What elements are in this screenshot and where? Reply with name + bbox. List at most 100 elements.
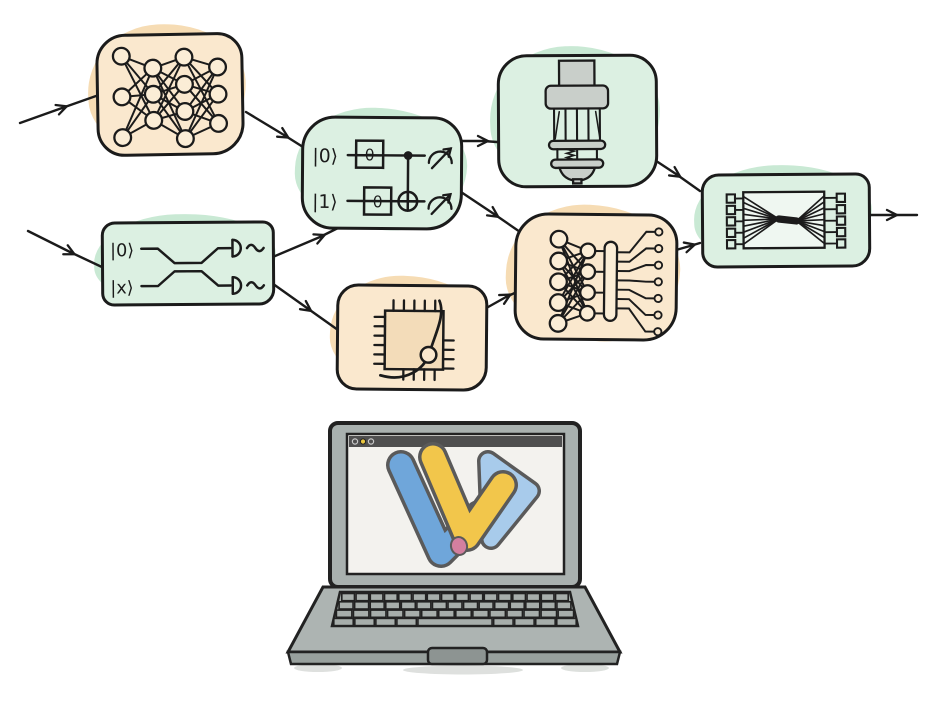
theta-gate xyxy=(354,139,385,170)
keyboard-key[interactable] xyxy=(509,601,526,610)
keyboard-key[interactable] xyxy=(332,617,355,627)
keyboard-key[interactable] xyxy=(437,609,456,619)
nn-node xyxy=(579,284,596,301)
io-pad xyxy=(835,226,847,238)
keyboard-key[interactable] xyxy=(369,609,387,619)
keyboard-key[interactable] xyxy=(431,601,448,610)
keyboard-key[interactable] xyxy=(455,592,470,602)
keyboard-key[interactable] xyxy=(555,617,577,627)
chip-icon xyxy=(373,299,455,382)
waveguide xyxy=(742,201,780,220)
keyboard-key[interactable] xyxy=(354,617,376,627)
keyboard-key[interactable] xyxy=(369,592,384,602)
keyboard-key[interactable] xyxy=(416,601,432,610)
keyboard-key[interactable] xyxy=(455,609,473,619)
keyboard-key[interactable] xyxy=(340,592,356,602)
keyboard-key[interactable] xyxy=(335,609,353,619)
laptop-shadows xyxy=(294,664,609,675)
keyboard-key[interactable] xyxy=(540,592,555,602)
keyboard-key[interactable] xyxy=(440,592,456,602)
keyboard-key[interactable] xyxy=(472,609,490,619)
keyboard-key[interactable] xyxy=(554,592,569,602)
keyboard-key[interactable] xyxy=(383,592,399,602)
keyboard-key[interactable] xyxy=(540,609,558,619)
waveguide xyxy=(796,207,825,222)
logo-pink-overlap xyxy=(449,536,469,556)
keyboard-key[interactable] xyxy=(526,592,541,602)
keyboard-key[interactable] xyxy=(386,609,404,619)
keyboard-keys[interactable] xyxy=(332,592,577,627)
keyboard-key[interactable] xyxy=(352,609,370,619)
waveguide xyxy=(743,207,779,220)
keyboard-key[interactable] xyxy=(489,609,507,619)
node-cryostat xyxy=(496,53,659,189)
keyboard-key[interactable] xyxy=(375,617,397,627)
chip-pins-bottom xyxy=(402,368,436,382)
detector-icon xyxy=(231,275,266,296)
waveguide xyxy=(796,212,825,222)
keyboard-key[interactable] xyxy=(403,609,421,619)
window-dot[interactable] xyxy=(351,438,359,445)
keyboard-key[interactable] xyxy=(417,617,493,627)
keyboard-key[interactable] xyxy=(483,592,498,602)
keyboard-key[interactable] xyxy=(426,592,441,602)
nn-node xyxy=(112,87,132,107)
keyboard-key[interactable] xyxy=(540,601,557,610)
io-pad xyxy=(725,193,737,204)
keyboard-key[interactable] xyxy=(398,592,413,602)
keyboard-key[interactable] xyxy=(497,592,513,602)
waveguide xyxy=(743,218,780,233)
nn-node xyxy=(579,263,597,281)
waveguide xyxy=(742,195,780,220)
window-dot[interactable] xyxy=(367,438,375,445)
keyboard-key[interactable] xyxy=(384,601,401,610)
keyboard-key[interactable] xyxy=(525,601,541,610)
chip-pins-right xyxy=(441,339,455,370)
keyboard-key[interactable] xyxy=(420,609,438,619)
readout-wire xyxy=(616,288,654,300)
readout-wire xyxy=(616,298,654,317)
waveguide xyxy=(743,213,779,220)
keyboard-key[interactable] xyxy=(534,617,556,627)
measurement-icon xyxy=(427,147,453,170)
keyboard-key[interactable] xyxy=(512,592,527,602)
nn-node xyxy=(113,128,133,148)
keyboard-key[interactable] xyxy=(557,609,575,619)
nn-to-wires-icon xyxy=(548,227,664,337)
keyboard-key[interactable] xyxy=(469,592,484,602)
waveguide xyxy=(743,218,780,245)
nn-node xyxy=(175,101,195,121)
window-titlebar xyxy=(349,436,562,447)
waveguide xyxy=(795,201,825,222)
keyboard-key[interactable] xyxy=(353,601,370,610)
keyboard-key[interactable] xyxy=(396,617,418,627)
wire-terminal xyxy=(654,227,664,237)
ket-x-label: |x⟩ xyxy=(110,278,133,298)
keyboard-key[interactable] xyxy=(369,601,385,610)
keyboard-key[interactable] xyxy=(506,609,524,619)
keyboard-key[interactable] xyxy=(556,601,572,610)
io-pad xyxy=(725,204,737,216)
keyboard-key[interactable] xyxy=(400,601,417,610)
keyboard-key[interactable] xyxy=(513,617,535,627)
keyboard-key[interactable] xyxy=(493,601,510,610)
trackpad-notch[interactable] xyxy=(426,646,489,666)
keyboard-key[interactable] xyxy=(523,609,541,619)
neural-network-icon xyxy=(111,46,229,149)
wire-terminal xyxy=(653,293,663,304)
keyboard-key[interactable] xyxy=(478,601,494,610)
keyboard-key[interactable] xyxy=(447,601,463,610)
keyboard-key[interactable] xyxy=(355,592,370,602)
nn-node xyxy=(578,304,596,322)
keyboard-key[interactable] xyxy=(412,592,427,602)
keyboard-key[interactable] xyxy=(492,617,514,627)
keyboard-key[interactable] xyxy=(462,601,479,610)
nn-node xyxy=(174,74,194,94)
window-dot-yellow[interactable] xyxy=(359,438,367,445)
nn-node xyxy=(549,251,569,271)
ket-zero-label: |0⟩ xyxy=(312,146,338,167)
cryostat-plate xyxy=(547,139,607,151)
keyboard-key[interactable] xyxy=(338,601,354,610)
wire-terminal xyxy=(653,277,663,287)
wire-terminal xyxy=(653,260,664,270)
